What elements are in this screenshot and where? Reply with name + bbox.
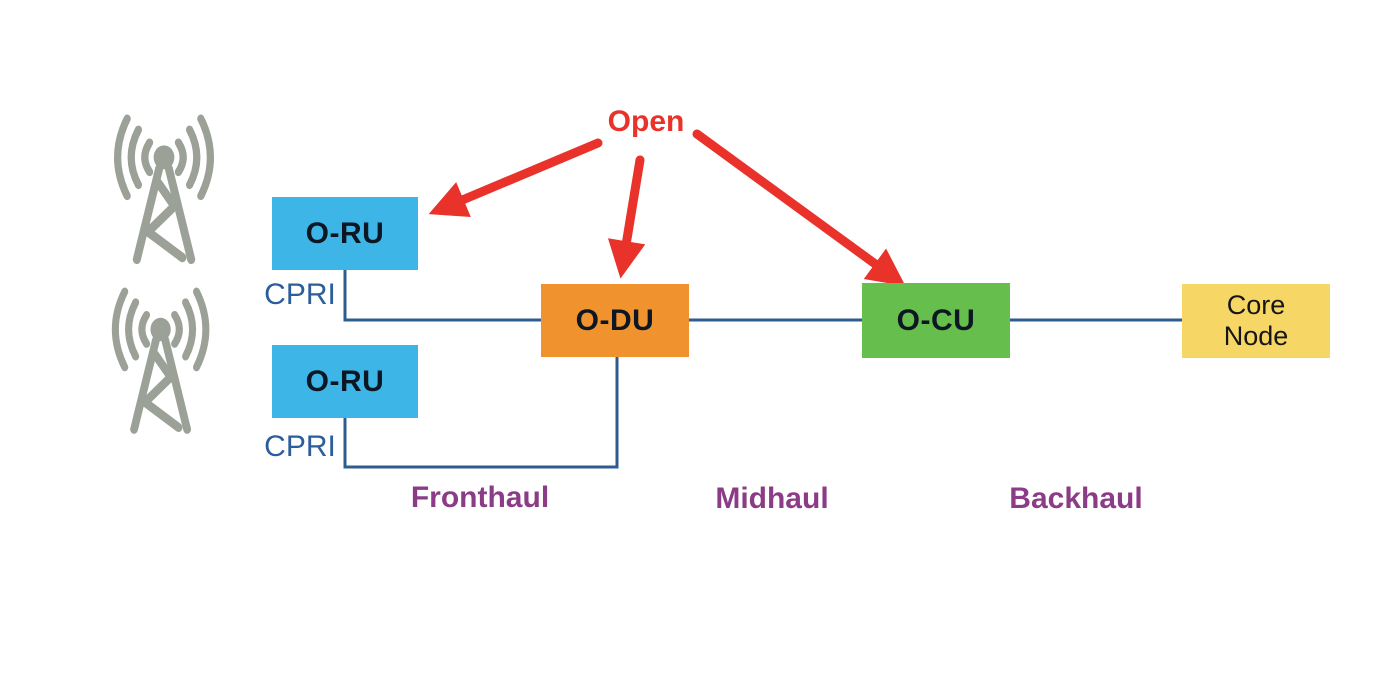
fronthaul-segment-label: Fronthaul (410, 481, 550, 514)
node-o-du: O-DU (541, 284, 689, 357)
open-arrow-to-ocu (692, 129, 906, 287)
node-o-ru-2-label: O-RU (305, 364, 385, 398)
node-core-node: Core Node (1182, 284, 1330, 358)
connector-oru2-odu (343, 357, 619, 469)
cpri-interface-label-2: CPRI (264, 430, 336, 463)
midhaul-segment-label: Midhaul (715, 482, 829, 515)
cell-tower-icon (118, 119, 211, 260)
node-o-du-label: O-DU (575, 303, 655, 337)
node-o-ru-2: O-RU (272, 345, 418, 418)
connector-oru1-odu (343, 270, 541, 322)
cpri-interface-label-1: CPRI (264, 278, 336, 311)
cell-tower-icon (115, 292, 205, 430)
node-o-ru-1: O-RU (272, 197, 418, 270)
node-core-node-label: Core Node (1223, 289, 1289, 351)
node-o-ru-1-label: O-RU (305, 216, 385, 250)
backhaul-segment-label: Backhaul (1009, 482, 1143, 515)
node-o-cu-label: O-CU (896, 303, 976, 337)
open-arrow-to-odu (607, 155, 646, 279)
node-o-cu: O-CU (862, 283, 1010, 358)
open-arrow-to-oru (428, 138, 603, 217)
open-annotation-label: Open (607, 105, 685, 138)
